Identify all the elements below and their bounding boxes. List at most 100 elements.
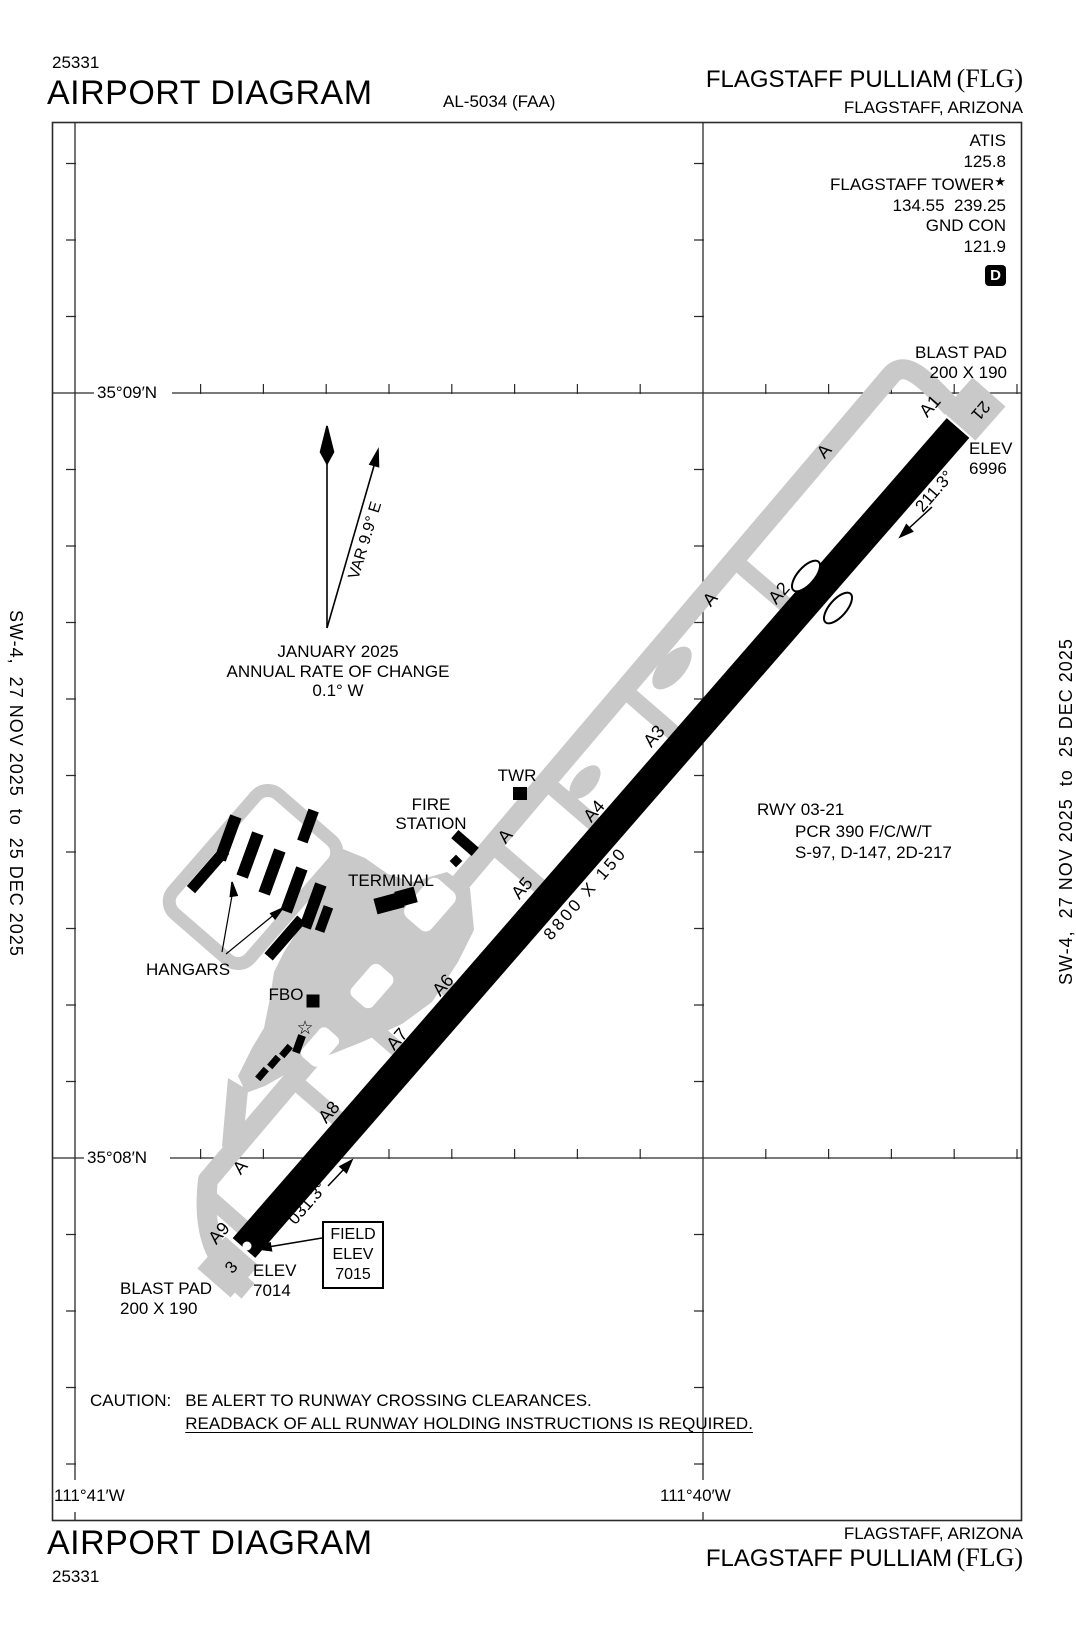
airport-name: FLAGSTAFF PULLIAM (705, 66, 953, 93)
caution-lines: BE ALERT TO RUNWAY CROSSING CLEARANCES. … (185, 1389, 753, 1435)
blast-pad-south-size: 200 X 190 (120, 1298, 198, 1318)
hangar-row-building (264, 915, 306, 961)
heading-211-arrow (906, 506, 933, 531)
blast-pad-north-pavement (942, 377, 1006, 441)
caution-line2: READBACK OF ALL RUNWAY HOLDING INSTRUCTI… (185, 1414, 753, 1433)
tower-line: FLAGSTAFF TOWER★ (830, 172, 1006, 196)
pointer-arrows (221, 506, 933, 1252)
terminal-building (394, 886, 418, 908)
ground-frequency: 121.9 (963, 236, 1006, 256)
longitude-left-label: 111°41′W (54, 1486, 125, 1505)
magnetic-variation-arrow-shaft (326, 451, 379, 629)
latitude-tick-marks (200, 384, 1018, 1159)
small-building (267, 1054, 281, 1070)
fire-station-building (451, 829, 479, 857)
blast-pad-south-note: BLAST PAD 200 X 190 (120, 1279, 212, 1318)
caution-note: CAUTION: BE ALERT TO RUNWAY CROSSING CLE… (90, 1389, 753, 1435)
chart-number-top: 25331 (52, 53, 100, 72)
chart-code: AL-5034 (FAA) (443, 92, 556, 111)
heading-031-arrow-head (338, 1158, 354, 1174)
annual-rate-label: ANNUAL RATE OF CHANGE (226, 661, 450, 681)
blast-pad-north-label: BLAST PAD (915, 343, 1007, 362)
hangar-building (297, 808, 319, 844)
elev-north-value: 6996 (969, 459, 1007, 478)
hangars-arrow-2 (225, 912, 277, 955)
caution-line1: BE ALERT TO RUNWAY CROSSING CLEARANCES. (185, 1391, 592, 1410)
caution-label: CAUTION: (90, 1391, 172, 1410)
airport-icao: (FLG) (956, 64, 1023, 93)
elev-north-label: ELEV (969, 439, 1013, 458)
fire-station-line1: FIRE (411, 795, 451, 814)
annual-rate-note: JANUARY 2025 ANNUAL RATE OF CHANGE 0.1° … (227, 642, 450, 701)
apron-island-2 (350, 963, 394, 1009)
hangar-building (280, 866, 308, 914)
footer-airport-title: FLAGSTAFF PULLIAM (FLG) (706, 1543, 1023, 1573)
buildings (186, 787, 527, 1082)
hangar-building (236, 831, 264, 879)
latitude-top-label: 35°09′N (97, 383, 158, 402)
field-elev-line2: ELEV (332, 1246, 374, 1263)
footer-airport-icao: (FLG) (956, 1543, 1023, 1572)
heading-211-arrow-head (898, 523, 914, 539)
footer-city: FLAGSTAFF, ARIZONA (843, 1524, 1023, 1543)
field-elevation-box: FIELD ELEV 7015 (322, 1221, 384, 1289)
latitude-lines (52, 392, 1022, 1159)
airport-city: FLAGSTAFF, ARIZONA (843, 98, 1023, 117)
hangar-building (258, 848, 286, 896)
longitude-lines (74, 122, 704, 1521)
latitude-bottom-label: 35°08′N (87, 1148, 148, 1167)
runway-data-title: RWY 03-21 (757, 800, 845, 819)
small-building (292, 1034, 306, 1054)
field-elevation-dot (242, 1241, 252, 1251)
hangars-arrow-1-head (229, 881, 239, 898)
runway-crossing-symbol-1 (790, 559, 822, 593)
runway-crossing-symbol-2 (822, 591, 854, 625)
blast-pad-south-label: BLAST PAD (120, 1279, 212, 1298)
longitude-tick-marks (66, 162, 704, 1465)
page-title: AIRPORT DIAGRAM (47, 74, 373, 112)
runway-data-pcr: PCR 390 F/C/W/T (795, 821, 932, 841)
fbo-building (306, 994, 320, 1008)
south-apron-strip (222, 1078, 248, 1160)
compass-rose (319, 425, 380, 629)
fire-station-building-2 (449, 854, 463, 868)
hangars-label: HANGARS (145, 960, 231, 979)
map-border-and-graticule (51, 121, 1023, 1522)
elev-south-label: ELEV (253, 1261, 297, 1280)
blast-pad-north-size: 200 X 190 (929, 362, 1007, 382)
small-building (279, 1043, 293, 1059)
runway-data-strength: S-97, D-147, 2D-217 (795, 843, 952, 862)
pre-taxi-clearance-icon: D (985, 265, 1006, 286)
small-building (255, 1066, 269, 1082)
footer-title: AIRPORT DIAGRAM (47, 1524, 373, 1562)
tower-label: TWR (497, 766, 537, 785)
field-elev-arrow-head (255, 1241, 273, 1252)
tower-frequencies: 134.55 239.25 (892, 195, 1006, 215)
runway-surface (232, 418, 970, 1258)
longitude-right-label: 111°40′W (660, 1486, 731, 1505)
magnetic-variation-arrow-head (368, 447, 380, 468)
holding-bay-pavement (652, 646, 692, 690)
fire-station-line2: STATION (395, 814, 467, 833)
footer-airport-name: FLAGSTAFF PULLIAM (705, 1545, 953, 1572)
fbo-label: FBO (268, 985, 304, 1004)
terminal-label: TERMINAL (348, 871, 434, 890)
comm-frequencies: ATIS 125.8 FLAGSTAFF TOWER★ 134.55 239.2… (830, 131, 1006, 257)
runway-data-block: RWY 03-21 PCR 390 F/C/W/T S-97, D-147, 2… (757, 799, 952, 864)
variation-date: JANUARY 2025 (277, 642, 399, 661)
hangars-arrow-2-head (269, 906, 286, 921)
apron-island-1 (404, 877, 456, 932)
tower-star-icon: ★ (994, 174, 1006, 189)
apron-island-3 (300, 1027, 340, 1067)
map-border (51, 121, 1023, 1522)
tower-name: FLAGSTAFF TOWER (829, 175, 995, 194)
chart-number-bottom: 25331 (52, 1567, 100, 1586)
hangar-row-building (186, 846, 230, 894)
tower-building (513, 787, 527, 800)
atis-label: ATIS (969, 131, 1006, 150)
blast-pad-north-note: BLAST PAD 200 X 190 (915, 343, 1007, 382)
hangar-building (299, 882, 327, 930)
annual-rate-value: 0.1° W (312, 681, 364, 700)
